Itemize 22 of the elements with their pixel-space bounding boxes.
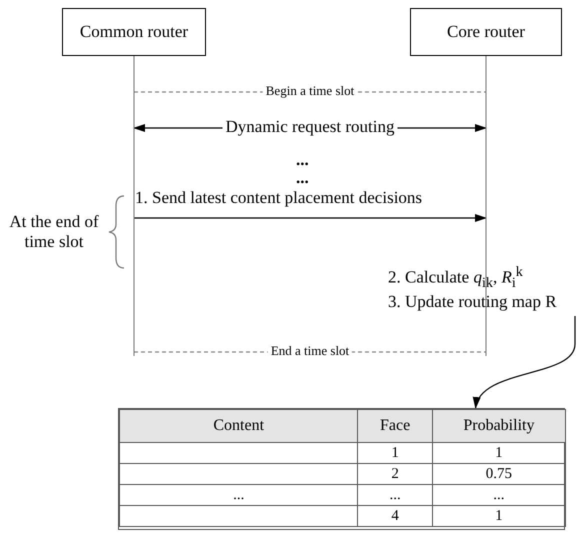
note-text: At the end of time slot — [8, 212, 100, 252]
step-text: 3. Update routing map R — [388, 292, 583, 316]
ellipsis: ... — [296, 168, 309, 188]
table-cell: ... — [358, 484, 432, 506]
table-cell: 1 — [432, 442, 566, 464]
arrow — [475, 316, 576, 409]
header-cell: Face — [358, 410, 432, 442]
edge-label: Begin a time slot — [262, 83, 358, 99]
table-cell: 1 — [358, 442, 432, 464]
table-cell: 2 — [358, 464, 432, 484]
header-cell: Probability — [432, 410, 566, 442]
header-cell: Content — [120, 410, 358, 442]
arrow — [134, 214, 487, 222]
participant-box: Core router — [410, 8, 562, 56]
table-cell: ... — [432, 484, 566, 506]
table-cell: 0.75 — [432, 464, 566, 484]
table-cell: ... — [120, 484, 358, 506]
edge-label: 1. Send latest content placement decisions — [134, 188, 424, 208]
table-cell: 1 — [432, 506, 566, 526]
table-cell: 4 — [358, 506, 432, 526]
participant-box: Common router — [62, 8, 206, 56]
ellipsis: ... — [296, 150, 309, 170]
